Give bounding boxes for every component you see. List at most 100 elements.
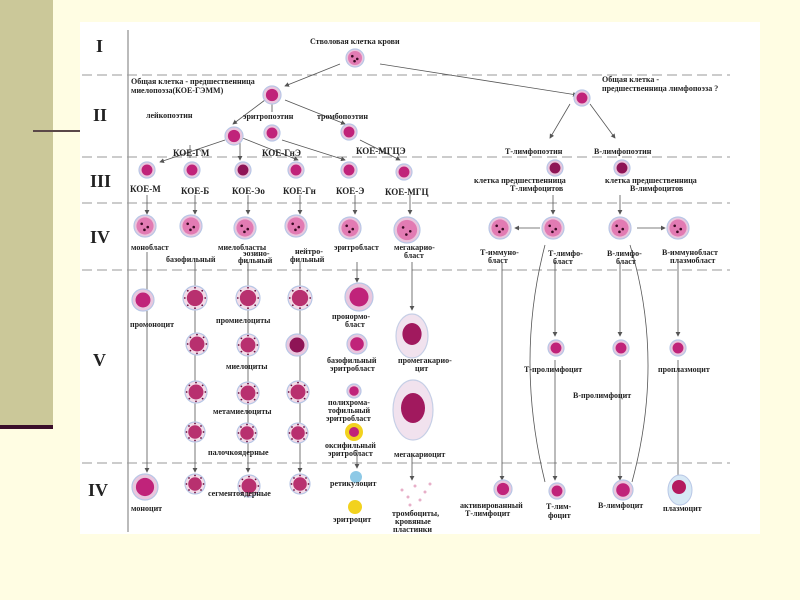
label-promyelocytes: промиелоциты (216, 316, 271, 325)
label-eosinophilic-2: фильный (238, 256, 273, 265)
label-platelets-1: тромбоциты, (392, 509, 439, 518)
erythrocyte-cell (348, 500, 362, 514)
label-t-prolymphocyte: Т-пролимфоцит (524, 365, 582, 374)
koe-mgce-cell (340, 123, 358, 141)
label-t-immunoblast-2: бласт (488, 256, 508, 265)
proplasmocyte-cell (669, 339, 687, 357)
eosinophilic-myelocyte-cell (236, 333, 260, 357)
megakaryoblast-cell (393, 216, 421, 244)
label-promegakaryocyte-1: промегакарио- (398, 356, 452, 365)
koe-gm-cell (224, 126, 244, 146)
b-prolymphocyte-cell (612, 339, 630, 357)
label-b-precursor-2: В-лимфоцитов (630, 184, 684, 193)
b-lymphocyte-cell (612, 479, 634, 501)
eosinophilic-band-cell (236, 422, 258, 444)
myelo-precursor-cell (262, 85, 282, 105)
label-erythrocyte: эритроцит (333, 515, 371, 524)
label-b-immunoblast-2: плазмобласт (670, 256, 715, 265)
basophilic-band-cell (184, 421, 206, 443)
eosinophil-cell (237, 474, 261, 498)
cells-group (131, 48, 693, 514)
label-b-lymphoblast-1: В-лимфо- (607, 249, 642, 258)
label-monocyte: моноцит (131, 504, 162, 513)
label-plasmocyte: плазмоцит (663, 504, 702, 513)
label-oxyphilic-1: оксифильный (325, 441, 376, 450)
label-t-lymphocyte-2: фоцит (548, 511, 571, 520)
t-prolymphocyte-cell (547, 339, 565, 357)
label-koe-gne: КОЕ-ГнЭ (262, 148, 301, 158)
label-platelets-3: пластинки (393, 525, 432, 534)
b-immunoblast-cell (666, 216, 690, 240)
koe-m-cell (138, 161, 156, 179)
stem-cell (345, 48, 365, 68)
t-immunoblast-cell (488, 216, 512, 240)
neutrophilic-metamyelocyte-cell (286, 380, 310, 404)
eosinophilic-promyelocyte-cell (235, 285, 261, 311)
label-stem-cell: Стволовая клетка крови (310, 37, 400, 46)
label-polychromatophilic-1: полихрома- (328, 398, 370, 407)
label-koe-mgc: КОЕ-МГЦ (385, 187, 429, 197)
label-band: палочкоядерные (208, 448, 269, 457)
eosinophilic-myeloblast-cell (233, 216, 257, 240)
hematopoiesis-diagram-image (80, 22, 760, 534)
proerythroblast-cell (344, 282, 374, 312)
neutrophilic-promyelocyte-cell (287, 285, 313, 311)
level-label-3: III (90, 171, 111, 191)
koe-e-cell (340, 161, 358, 179)
b-lymphoblast-cell (608, 216, 632, 240)
neutrophilic-band-cell (287, 422, 309, 444)
label-myelocytes: миелоциты (226, 362, 268, 371)
label-basophilic: базофильный (166, 255, 216, 264)
label-leukopoietin: лейкопоэтин (146, 111, 193, 120)
label-polychromatophilic-2: тофильный (328, 406, 371, 415)
label-b-lymphoblast-2: бласт (616, 257, 636, 266)
label-b-precursor-1: клетка предшественница (605, 176, 697, 185)
label-t-precursor-1: клетка предшественница (474, 176, 566, 185)
level-label-6: IV (88, 480, 108, 500)
level-label-2: II (93, 105, 107, 125)
label-koe-gn: КОЕ-Гн (283, 186, 316, 196)
label-b-prolymphocyte: В-пролимфоцит (573, 391, 631, 400)
label-monoblast: монобласт (131, 243, 169, 252)
level-label-1: I (96, 36, 103, 56)
label-megakaryoblast-2: бласт (404, 251, 424, 260)
label-oxyphilic-2: эритробласт (328, 449, 373, 458)
t-lymphoblast-cell (541, 216, 565, 240)
eosinophilic-metamyelocyte-cell (236, 381, 260, 405)
koe-eo-cell (234, 161, 252, 179)
lympho-precursor-cell (573, 89, 591, 107)
basophil-cell (184, 473, 206, 495)
b-precursor-cell (613, 159, 631, 177)
basophilic-metamyelocyte-cell (184, 380, 208, 404)
label-t-lymphoblast-1: Т-лимфо- (548, 249, 583, 258)
label-eosinophilic-1: эозино- (243, 249, 270, 258)
label-proerythroblast-2: бласт (345, 320, 365, 329)
koe-b-cell (183, 161, 201, 179)
side-accent-bar (0, 425, 53, 429)
label-activated-t-2: Т-лимфоцит (465, 509, 510, 518)
basophilic-myeloblast-cell (179, 214, 203, 238)
level-label-5: V (93, 350, 106, 370)
reticulocyte-cell (350, 471, 362, 483)
label-erythropoietin: эритропоэтин (243, 112, 294, 121)
label-myeloblasts: миелобласты (218, 243, 267, 252)
t-precursor-cell (546, 159, 564, 177)
erythroblast-cell (338, 216, 362, 240)
label-koe-m: КОЕ-М (130, 184, 161, 194)
label-t-lymphocyte-1: Т-лим- (546, 502, 572, 511)
oxyphilic-erythroblast-cell (345, 423, 363, 441)
neutrophilic-myelocyte-cell (285, 333, 309, 357)
plasmocyte-cell (667, 474, 693, 506)
basophilic-promyelocyte-cell (182, 285, 208, 311)
label-erythroblast: эритробласт (334, 243, 379, 252)
monoblast-cell (133, 214, 157, 238)
label-t-precursor-2: Т-лимфоцитов (510, 184, 564, 193)
koe-gne-cell (263, 124, 281, 142)
label-platelets-2: кровяные (395, 517, 431, 526)
label-t-immunoblast-1: Т-иммуно- (480, 248, 519, 257)
label-reticulocyte: ретикулоцит (330, 479, 377, 488)
level-label-4: IV (90, 227, 110, 247)
label-lympho-precursor-2: предшественница лимфопоэза ? (602, 84, 718, 93)
label-myelo-precursor-1: Общая клетка - предшественница (131, 77, 255, 86)
